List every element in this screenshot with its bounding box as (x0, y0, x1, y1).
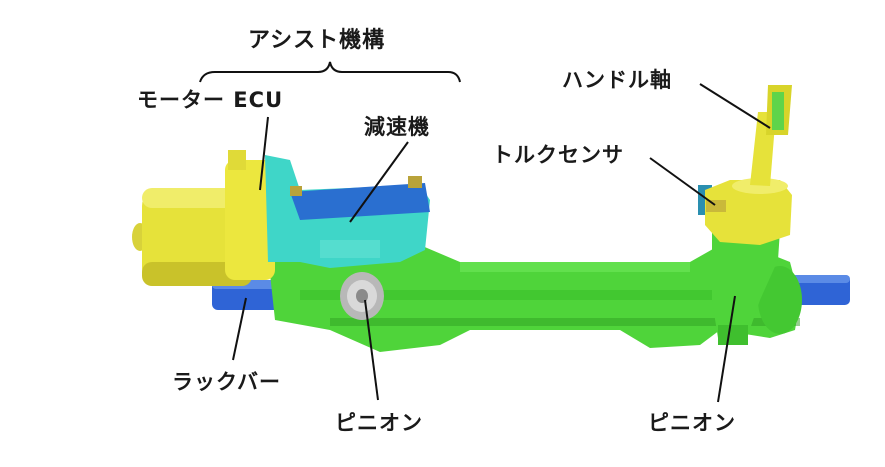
leader-lines (232, 83, 771, 403)
leader-rack-bar (232, 297, 247, 361)
reducer (265, 155, 430, 268)
assist-mechanism-label: アシスト機構 (248, 28, 386, 53)
handle-shaft-label: ハンドル軸 (562, 68, 672, 92)
rack-housing (268, 240, 802, 352)
rack-bar-label: ラックバー (172, 370, 281, 394)
pinion-left-label: ピニオン (335, 411, 423, 435)
motor-ecu-label: モーター ECU (137, 88, 284, 112)
leader-pinion-left (364, 299, 379, 401)
leader-reducer (349, 141, 409, 223)
assist-mechanism-brace (199, 61, 461, 83)
pinion-right-part (712, 230, 780, 345)
torque-sensor-part (698, 178, 792, 245)
leader-handle-shaft (699, 83, 771, 129)
leader-motor-ecu (259, 116, 269, 191)
pinion-left-part (340, 272, 384, 320)
reducer-label: 減速機 (364, 115, 430, 139)
pinion-right-label: ピニオン (648, 411, 736, 435)
leader-torque-sensor (649, 157, 716, 206)
leader-pinion-right (717, 295, 736, 403)
motor (132, 150, 275, 286)
handle-shaft-part (750, 85, 792, 186)
torque-sensor-label: トルクセンサ (492, 143, 624, 167)
